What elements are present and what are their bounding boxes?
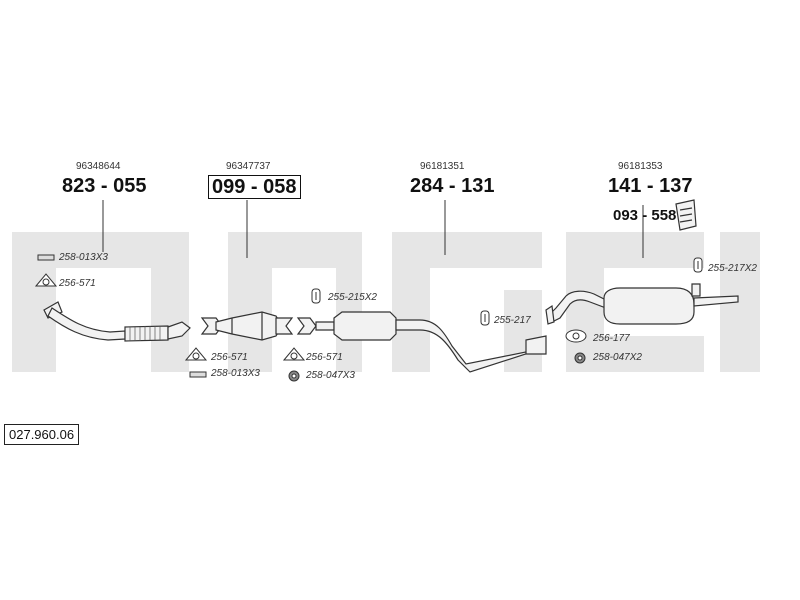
part-ref-2: 96347737 [226, 161, 271, 172]
leader-lines [102, 200, 644, 258]
accessory-icons [34, 254, 703, 382]
front-pipe [43, 301, 191, 342]
part-number-3[interactable]: 284 - 131 [410, 175, 495, 197]
accessory-label[interactable]: 258-013X3 [211, 368, 260, 379]
flex-section [124, 325, 169, 342]
accessory-label[interactable]: 255-215X2 [328, 292, 377, 303]
accessory-label[interactable]: 258-047X2 [593, 352, 642, 363]
accessory-label[interactable]: 256-177 [593, 333, 630, 344]
accessory-label[interactable]: 258-047X3 [306, 370, 355, 381]
gasket-icon [565, 329, 587, 343]
part-number-heat-shield[interactable]: 093 - 558 [613, 207, 677, 224]
rubber-mount-icon [480, 310, 490, 326]
gasket-icon [282, 347, 306, 361]
gasket-icon [34, 273, 58, 287]
rubber-mount-icon [311, 288, 321, 304]
part-ref-4: 96181353 [618, 161, 663, 172]
accessory-label[interactable]: 256-571 [306, 352, 343, 363]
gasket-icon [184, 347, 208, 361]
accessory-label[interactable]: 256-571 [211, 352, 248, 363]
accessory-label[interactable]: 256-571 [59, 278, 96, 289]
catalytic-converter [200, 311, 294, 341]
diagram-id-label: 027.960.06 [4, 424, 80, 445]
nut-set-icon [574, 352, 586, 364]
rear-silencer [545, 283, 739, 325]
heat-shield-icon [675, 199, 697, 231]
part-ref-3: 96181351 [420, 161, 465, 172]
bolt-set-icon [37, 254, 55, 261]
nut-set-icon [288, 370, 300, 382]
part-ref-1: 96348644 [76, 161, 121, 172]
middle-silencer [296, 311, 547, 373]
watermark-logo [12, 232, 760, 372]
rubber-mount-icon [693, 257, 703, 273]
accessory-label[interactable]: 258-013X3 [59, 252, 108, 263]
bolt-set-icon [189, 371, 207, 378]
accessory-label[interactable]: 255-217X2 [708, 263, 757, 274]
part-number-2[interactable]: 099 - 058 [208, 175, 301, 199]
part-number-4[interactable]: 141 - 137 [608, 175, 693, 197]
part-number-1[interactable]: 823 - 055 [62, 175, 147, 197]
accessory-label[interactable]: 255-217 [494, 315, 531, 326]
